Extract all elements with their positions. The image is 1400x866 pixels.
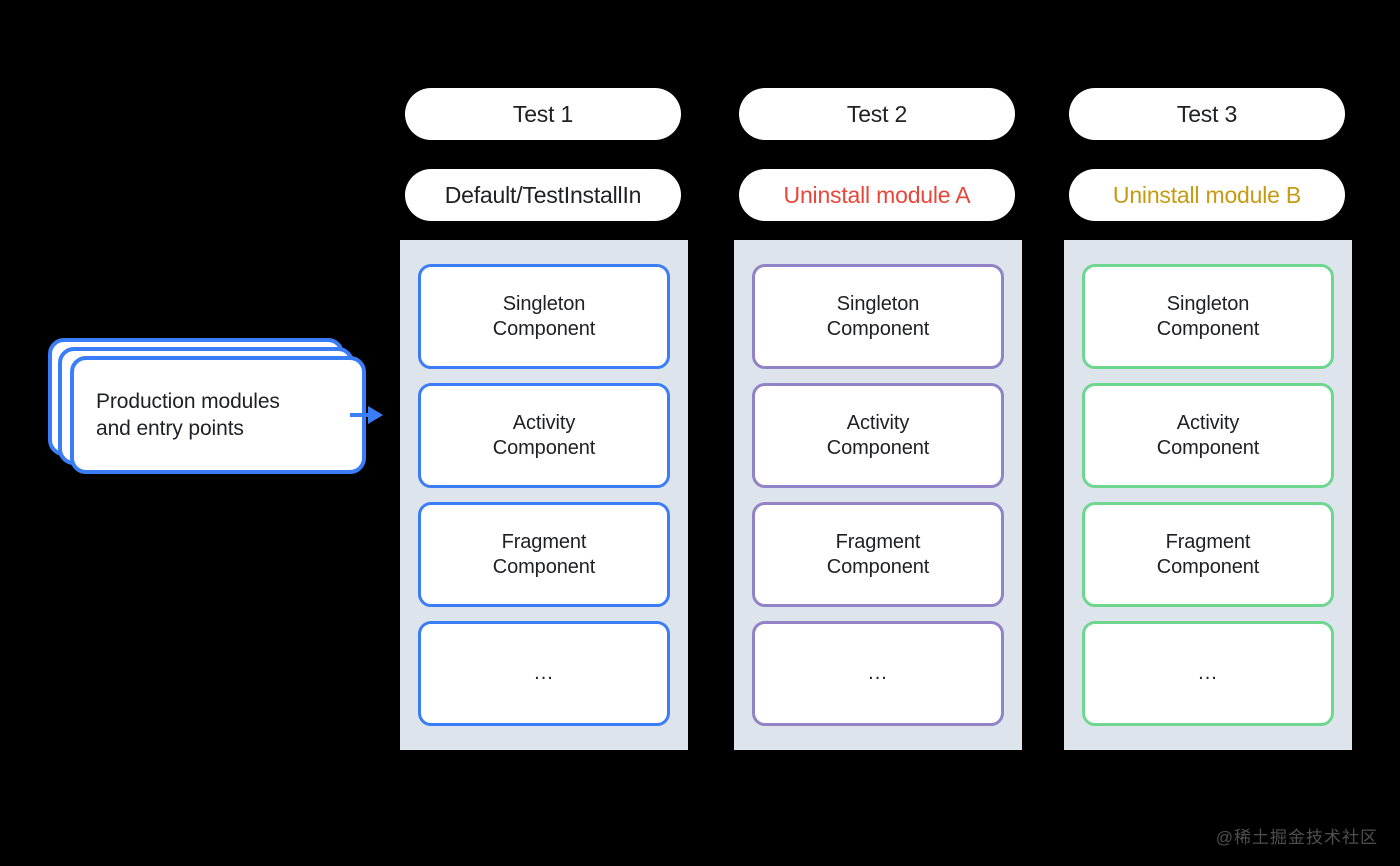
test1-subtitle-pill: Default/TestInstallIn	[405, 169, 681, 221]
test2-component-activity: Activity Component	[752, 383, 1004, 488]
test2-component-fragment-line1: Fragment	[835, 530, 921, 553]
test1-component-activity-text: Activity Component	[493, 411, 596, 461]
test2-component-singleton-line1: Singleton	[836, 292, 920, 315]
test2-component-activity-text: Activity Component	[827, 411, 930, 461]
test3-component-fragment-line1: Fragment	[1165, 530, 1251, 553]
test3-component-fragment-line2: Component	[1156, 555, 1260, 578]
test2-component-activity-line1: Activity	[846, 411, 910, 434]
test3-component-singleton: Singleton Component	[1082, 264, 1334, 369]
test3-component-fragment-text: Fragment Component	[1157, 530, 1260, 580]
test1-component-panel: Singleton Component Activity Component F…	[400, 240, 688, 750]
test3-component-more: ...	[1082, 621, 1334, 726]
test1-title-pill: Test 1	[405, 88, 681, 140]
test3-subtitle-pill: Uninstall module B	[1069, 169, 1345, 221]
test2-subtitle-pill: Uninstall module A	[739, 169, 1015, 221]
test2-component-more: ...	[752, 621, 1004, 726]
test3-component-activity-line1: Activity	[1176, 411, 1240, 434]
test3-component-activity-line2: Component	[1156, 436, 1260, 459]
production-modules-label-line1: Production modules	[96, 390, 280, 413]
test2-component-fragment: Fragment Component	[752, 502, 1004, 607]
test1-component-fragment-text: Fragment Component	[493, 530, 596, 580]
test2-component-singleton-text: Singleton Component	[827, 292, 930, 342]
stack-card-front: Production modules and entry points	[70, 356, 366, 474]
test3-component-activity: Activity Component	[1082, 383, 1334, 488]
test3-component-singleton-text: Singleton Component	[1157, 292, 1260, 342]
test1-component-singleton-text: Singleton Component	[493, 292, 596, 342]
test2-component-activity-line2: Component	[826, 436, 930, 459]
test2-component-fragment-line2: Component	[826, 555, 930, 578]
arrow-right-icon	[350, 406, 383, 424]
test3-title-pill: Test 3	[1069, 88, 1345, 140]
test2-component-fragment-text: Fragment Component	[827, 530, 930, 580]
test1-component-fragment: Fragment Component	[418, 502, 670, 607]
test1-component-fragment-line1: Fragment	[501, 530, 587, 553]
test2-title-pill: Test 2	[739, 88, 1015, 140]
test3-component-activity-text: Activity Component	[1157, 411, 1260, 461]
test3-component-singleton-line2: Component	[1156, 317, 1260, 340]
production-modules-stack: Production modules and entry points	[48, 338, 366, 474]
test1-component-activity-line2: Component	[492, 436, 596, 459]
watermark: @稀土掘金技术社区	[1215, 828, 1378, 847]
test2-component-panel: Singleton Component Activity Component F…	[734, 240, 1022, 750]
production-modules-label-line2: and entry points	[96, 417, 244, 440]
test1-component-singleton-line1: Singleton	[502, 292, 586, 315]
test1-component-singleton: Singleton Component	[418, 264, 670, 369]
test3-component-panel: Singleton Component Activity Component F…	[1064, 240, 1352, 750]
test1-component-more: ...	[418, 621, 670, 726]
test3-component-singleton-line1: Singleton	[1166, 292, 1250, 315]
test1-component-fragment-line2: Component	[492, 555, 596, 578]
production-modules-label: Production modules and entry points	[74, 388, 290, 442]
test1-component-activity: Activity Component	[418, 383, 670, 488]
test2-component-singleton-line2: Component	[826, 317, 930, 340]
test1-component-singleton-line2: Component	[492, 317, 596, 340]
test1-component-activity-line1: Activity	[512, 411, 576, 434]
test3-component-fragment: Fragment Component	[1082, 502, 1334, 607]
test2-component-singleton: Singleton Component	[752, 264, 1004, 369]
